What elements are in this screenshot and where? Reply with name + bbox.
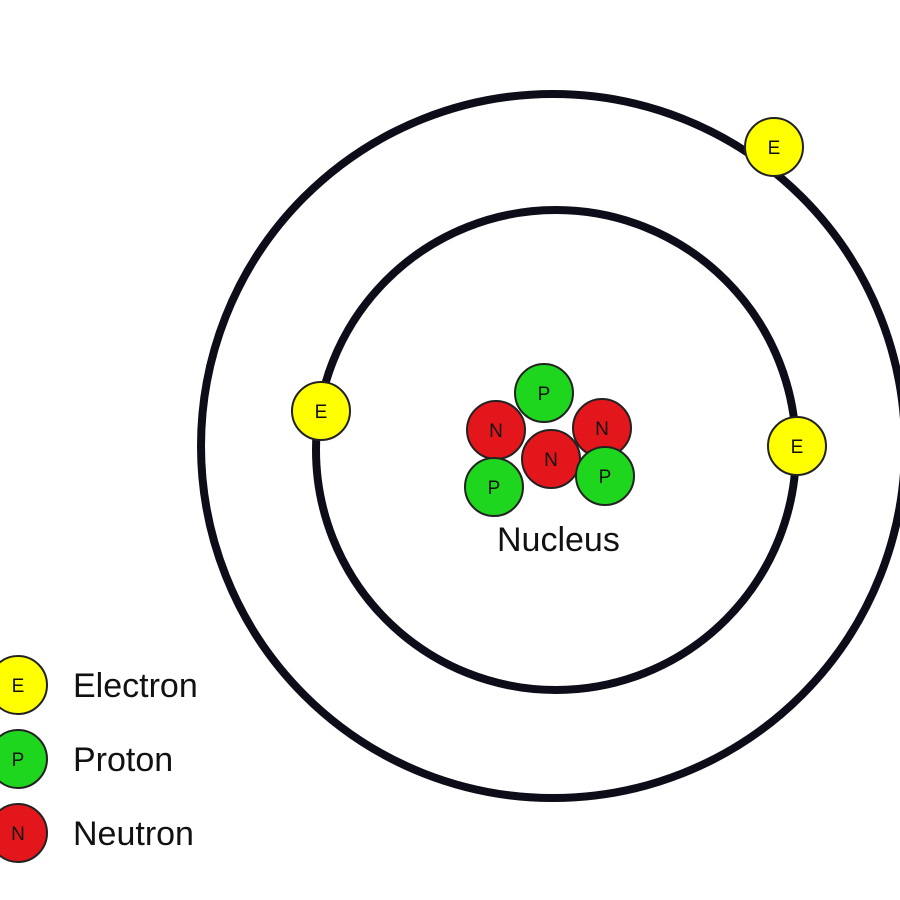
legend-proton-label: Proton (73, 741, 173, 779)
neutron-left: N (466, 400, 526, 460)
legend-neutron-label: Neutron (73, 815, 194, 853)
proton-top: P (514, 363, 574, 423)
proton-bottom-left: P (464, 457, 524, 517)
proton-letter: P (599, 467, 612, 488)
legend-proton-letter: P (12, 750, 25, 771)
legend-item-proton: P Proton (0, 729, 173, 789)
legend-item-electron: E Electron (0, 655, 198, 715)
electron-icon (291, 381, 351, 441)
electron-inner-right: E (767, 416, 827, 476)
neutron-center: N (521, 429, 581, 489)
proton-icon (514, 363, 574, 423)
electron-icon (0, 655, 48, 715)
nucleus: P N N P N P (464, 363, 635, 517)
electron-letter: E (791, 437, 804, 458)
neutron-letter: N (544, 450, 558, 471)
outer-orbit (197, 90, 900, 802)
proton-icon (464, 457, 524, 517)
electron-inner-left: E (291, 381, 351, 441)
electron-letter: E (315, 402, 328, 423)
proton-icon (575, 446, 635, 506)
neutron-letter: N (489, 421, 503, 442)
electron-outer-1: E (744, 117, 804, 177)
electron-icon (744, 117, 804, 177)
legend-electron-letter: E (12, 676, 25, 697)
legend-electron-label: Electron (73, 667, 198, 705)
legend: E Electron P Proton N Neutron (0, 655, 198, 863)
neutron-icon (0, 803, 48, 863)
proton-bottom-right: P (575, 446, 635, 506)
proton-letter: P (538, 384, 551, 405)
proton-letter: P (488, 478, 501, 499)
legend-neutron-letter: N (11, 824, 25, 845)
neutron-letter: N (595, 419, 609, 440)
electron-letter: E (768, 138, 781, 159)
nucleus-label: Nucleus (497, 521, 620, 559)
legend-item-neutron: N Neutron (0, 803, 194, 863)
neutron-icon (521, 429, 581, 489)
electron-icon (767, 416, 827, 476)
proton-icon (0, 729, 48, 789)
